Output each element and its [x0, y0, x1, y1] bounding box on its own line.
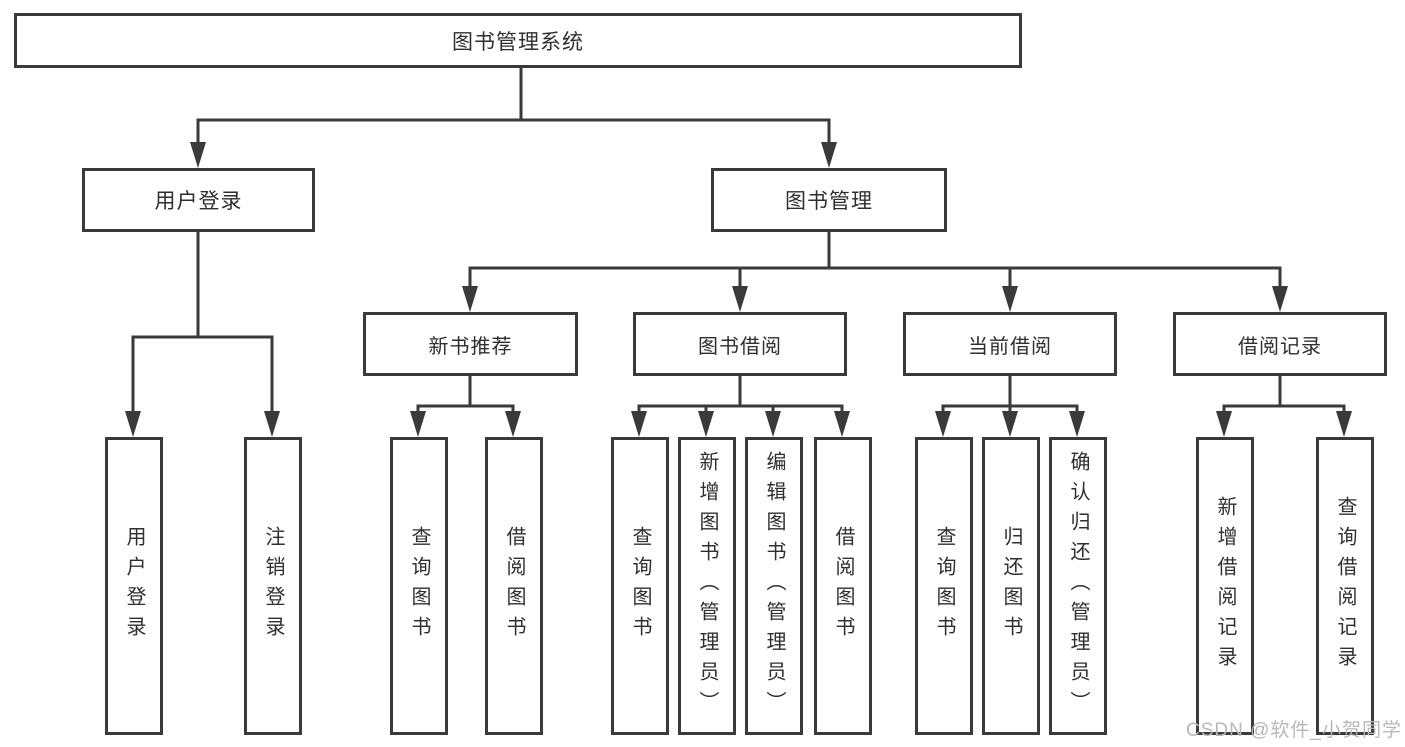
- leaf-borrow-add-book-admin: 新增图书（管理员）: [678, 437, 736, 735]
- leaf-current-query-book-label: 查询图书: [933, 526, 955, 646]
- leaf-current-confirm-return-admin: 确认归还（管理员）: [1049, 437, 1107, 735]
- leaf-current-return-book: 归还图书: [982, 437, 1040, 735]
- connector-user-login-to-leaves: [125, 232, 280, 437]
- leaf-new-book-borrow-label: 借阅图书: [503, 526, 525, 646]
- leaf-borrow-borrow-book: 借阅图书: [814, 437, 872, 735]
- node-new-book-recommend: 新书推荐: [363, 312, 578, 376]
- connector-book-borrow-to-leaves: [631, 376, 850, 437]
- node-user-login: 用户登录: [82, 168, 315, 232]
- csdn-watermark: CSDN @软件_小贺同学: [1186, 720, 1402, 741]
- connector-root-to-level2: [190, 67, 837, 168]
- leaf-user-login-label: 用户登录: [123, 526, 145, 646]
- leaf-logout: 注销登录: [244, 437, 302, 735]
- connector-borrow-records-to-leaves: [1216, 376, 1352, 437]
- connector-book-management-to-level3: [462, 232, 1288, 312]
- node-current-borrow: 当前借阅: [903, 312, 1117, 376]
- leaf-records-query: 查询借阅记录: [1316, 437, 1374, 735]
- node-borrow-records: 借阅记录: [1173, 312, 1387, 376]
- leaf-borrow-add-book-admin-label: 新增图书（管理员）: [696, 451, 718, 721]
- leaf-borrow-edit-book-admin: 编辑图书（管理员）: [745, 437, 803, 735]
- leaf-records-add-label: 新增借阅记录: [1214, 496, 1236, 676]
- leaf-borrow-query-book-label: 查询图书: [629, 526, 651, 646]
- connector-current-borrow-to-leaves: [935, 376, 1085, 437]
- connector-new-book-to-leaves: [410, 376, 521, 437]
- leaf-logout-label: 注销登录: [262, 526, 284, 646]
- node-book-management: 图书管理: [711, 168, 947, 232]
- node-library-management-system: 图书管理系统: [14, 13, 1022, 68]
- leaf-current-confirm-return-admin-label: 确认归还（管理员）: [1067, 451, 1089, 721]
- leaf-borrow-borrow-book-label: 借阅图书: [832, 526, 854, 646]
- leaf-borrow-edit-book-admin-label: 编辑图书（管理员）: [763, 451, 785, 721]
- leaf-new-book-query-label: 查询图书: [408, 526, 430, 646]
- leaf-new-book-query: 查询图书: [390, 437, 448, 735]
- leaf-records-add: 新增借阅记录: [1196, 437, 1254, 735]
- leaf-borrow-query-book: 查询图书: [611, 437, 669, 735]
- leaf-records-query-label: 查询借阅记录: [1334, 496, 1356, 676]
- leaf-new-book-borrow: 借阅图书: [485, 437, 543, 735]
- leaf-current-return-book-label: 归还图书: [1000, 526, 1022, 646]
- leaf-user-login: 用户登录: [105, 437, 163, 735]
- node-book-borrow: 图书借阅: [633, 312, 847, 376]
- leaf-current-query-book: 查询图书: [915, 437, 973, 735]
